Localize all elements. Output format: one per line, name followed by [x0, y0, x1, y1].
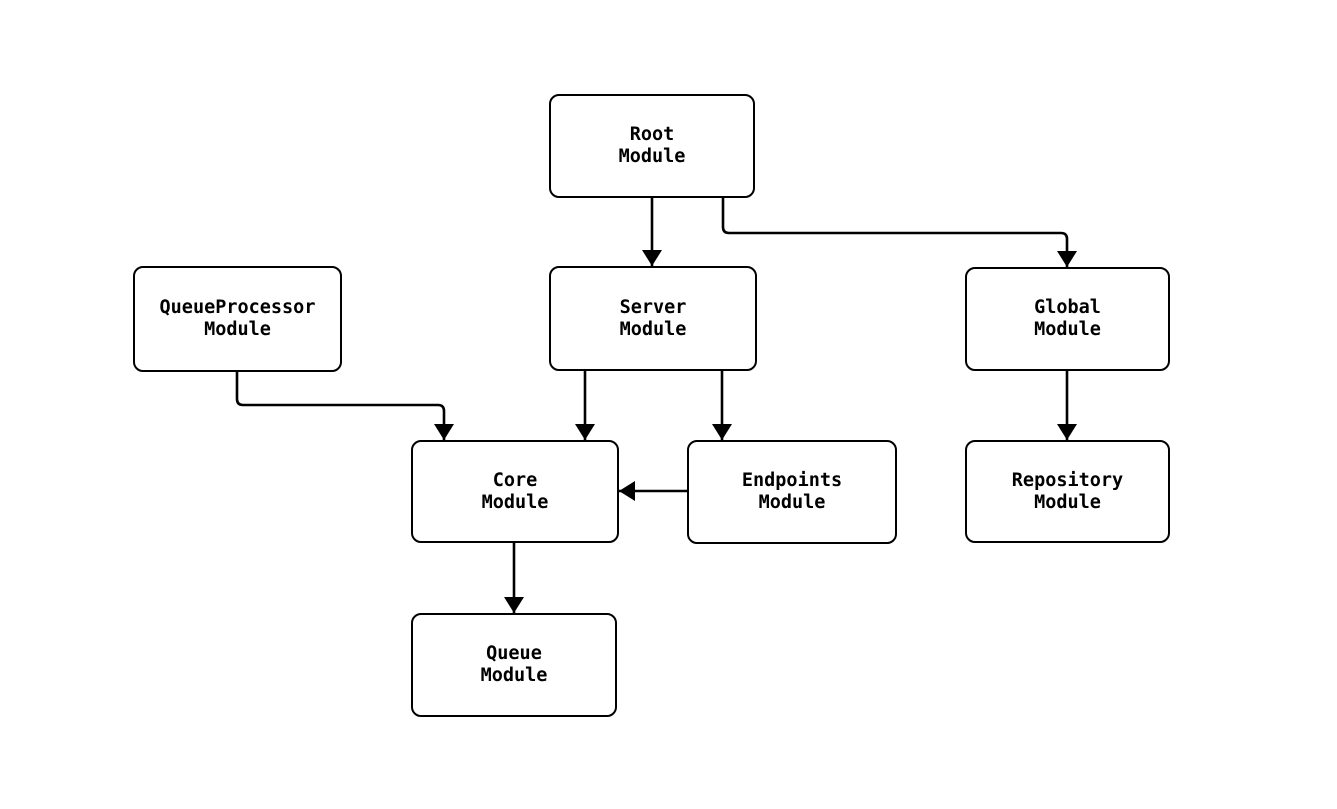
node-queueprocessor-module-label: QueueProcessor Module: [159, 297, 316, 340]
node-core-module-label: Core Module: [481, 469, 549, 513]
node-queue-module: Queue Module: [411, 613, 617, 717]
node-core-module: Core Module: [411, 440, 619, 543]
node-server-module-label: Server Module: [619, 296, 687, 340]
node-repository-module: Repository Module: [965, 440, 1170, 543]
edge-root-to-global: [721, 198, 1077, 267]
node-root-module: Root Module: [549, 94, 755, 198]
node-endpoints-module-label: Endpoints Module: [741, 470, 843, 513]
node-global-module: Global Module: [965, 267, 1170, 371]
node-root-module-label: Root Module: [618, 124, 686, 167]
node-repository-module-label: Repository Module: [1011, 469, 1124, 513]
node-queueprocessor-module: QueueProcessor Module: [133, 266, 342, 372]
edge-queueprocessor-to-core: [235, 372, 454, 440]
node-server-module: Server Module: [549, 266, 757, 371]
node-global-module-label: Global Module: [1034, 297, 1101, 340]
node-endpoints-module: Endpoints Module: [687, 440, 897, 544]
node-queue-module-label: Queue Module: [480, 643, 548, 686]
